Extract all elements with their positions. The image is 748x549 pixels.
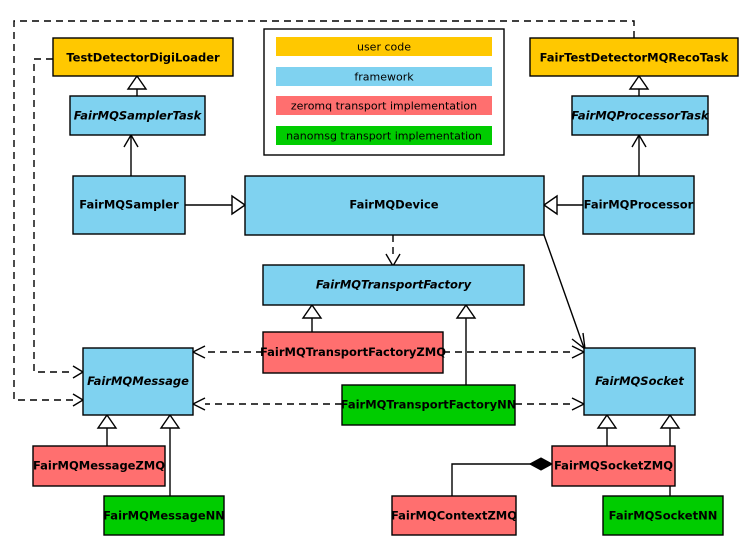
node-fairmqsocket[interactable]: FairMQSocket bbox=[583, 347, 696, 416]
edge-fairmqprocessor-to-fairmqprocessortask bbox=[631, 133, 647, 176]
node-label-fairmqcontextzmq: FairMQContextZMQ bbox=[391, 509, 517, 523]
node-box-fairmqprocessor[interactable] bbox=[582, 175, 695, 235]
edge-fairmqsocketzmq-to-fairmqsocket bbox=[596, 413, 618, 446]
edge-fairmqmessagezmq-to-fairmqmessage bbox=[96, 413, 118, 446]
node-box-fairtestdetectormqrecotask[interactable] bbox=[529, 37, 739, 77]
edge-fairmqtransportfactorynn-to-fairmqmessage bbox=[191, 397, 342, 411]
node-box-fairmqtransportfactory[interactable] bbox=[262, 264, 525, 306]
node-label-fairmqmessagezmq: FairMQMessageZMQ bbox=[33, 459, 165, 473]
node-box-testdetectordigiloader[interactable] bbox=[52, 37, 234, 77]
edge-fairmqdevice-to-fairmqtransportfactory bbox=[385, 235, 401, 268]
node-box-fairmqmessagezmq[interactable] bbox=[32, 445, 166, 487]
node-fairmqsocketnn[interactable]: FairMQSocketNN bbox=[602, 495, 724, 536]
legend-label-zeromq: zeromq transport implementation bbox=[291, 100, 477, 113]
node-fairmqsocketzmq[interactable]: FairMQSocketZMQ bbox=[551, 445, 676, 487]
edge-fairmqsamplertask-to-testdetectordigiloader bbox=[126, 74, 148, 96]
node-label-fairmqsocketzmq: FairMQSocketZMQ bbox=[554, 459, 673, 473]
node-fairmqmessage[interactable]: FairMQMessage bbox=[82, 347, 194, 416]
node-label-fairmqmessage: FairMQMessage bbox=[87, 374, 189, 388]
legend-label-nanomsg: nanomsg transport implementation bbox=[286, 130, 482, 143]
node-label-fairmqmessagenn: FairMQMessageNN bbox=[103, 509, 225, 523]
node-box-fairmqsocketzmq[interactable] bbox=[551, 445, 676, 487]
node-label-fairmqprocessortask: FairMQProcessorTask bbox=[571, 109, 710, 123]
node-label-fairmqprocessor: FairMQProcessor bbox=[584, 198, 694, 212]
node-label-fairmqtransportfactoryzmq: FairMQTransportFactoryZMQ bbox=[260, 345, 446, 359]
node-fairmqsamplertask[interactable]: FairMQSamplerTask bbox=[69, 95, 206, 136]
node-box-fairmqsocketnn[interactable] bbox=[602, 495, 724, 536]
node-fairmqdevice[interactable]: FairMQDevice bbox=[244, 175, 545, 236]
node-box-fairmqcontextzmq[interactable] bbox=[391, 495, 517, 536]
edge-fairmqtransportfactoryzmq-to-fairmqtransportfactory bbox=[301, 303, 323, 332]
legend-label-user-code: user code bbox=[357, 41, 411, 54]
node-box-fairmqsampler[interactable] bbox=[72, 175, 186, 235]
node-label-fairmqsampler: FairMQSampler bbox=[79, 198, 179, 212]
node-fairmqtransportfactorynn[interactable]: FairMQTransportFactoryNN bbox=[341, 384, 517, 426]
node-fairmqtransportfactory[interactable]: FairMQTransportFactory bbox=[262, 264, 525, 306]
legend-swatch-nanomsg bbox=[276, 126, 492, 145]
node-box-fairmqdevice[interactable] bbox=[244, 175, 545, 236]
edge-fairmqsocketzmq-to-fairmqcontextzmq bbox=[451, 457, 554, 496]
legend-swatch-zeromq bbox=[276, 96, 492, 115]
node-label-testdetectordigiloader: TestDetectorDigiLoader bbox=[66, 51, 220, 65]
node-box-fairmqtransportfactorynn[interactable] bbox=[341, 384, 516, 426]
edge-fairmqtransportfactoryzmq-to-fairmqsocket bbox=[443, 345, 586, 359]
node-fairmqtransportfactoryzmq[interactable]: FairMQTransportFactoryZMQ bbox=[260, 331, 446, 374]
node-label-fairtestdetectormqrecotask: FairTestDetectorMQRecoTask bbox=[540, 51, 729, 65]
node-box-fairmqsamplertask[interactable] bbox=[69, 95, 206, 136]
edge-fairmqprocessor-to-fairmqdevice bbox=[542, 194, 583, 216]
edge-fairmqmessagenn-to-fairmqmessage bbox=[159, 413, 181, 496]
node-label-fairmqtransportfactory: FairMQTransportFactory bbox=[316, 278, 472, 292]
node-box-fairmqmessagenn[interactable] bbox=[103, 495, 225, 536]
legend-label-framework: framework bbox=[354, 71, 414, 84]
node-fairmqcontextzmq[interactable]: FairMQContextZMQ bbox=[391, 495, 517, 536]
node-fairmqprocessor[interactable]: FairMQProcessor bbox=[582, 175, 695, 235]
node-box-fairmqmessage[interactable] bbox=[82, 347, 194, 416]
node-fairmqmessagenn[interactable]: FairMQMessageNN bbox=[103, 495, 225, 536]
node-label-fairmqdevice: FairMQDevice bbox=[349, 198, 438, 212]
node-box-fairmqprocessortask[interactable] bbox=[571, 95, 709, 136]
node-label-fairmqsamplertask: FairMQSamplerTask bbox=[74, 109, 203, 123]
node-fairmqmessagezmq[interactable]: FairMQMessageZMQ bbox=[32, 445, 166, 487]
edge-fairmqprocessortask-to-fairtestdetectormqrecotask bbox=[628, 74, 650, 96]
node-label-fairmqsocket: FairMQSocket bbox=[595, 374, 684, 388]
node-testdetectordigiloader[interactable]: TestDetectorDigiLoader bbox=[52, 37, 234, 77]
edge-fairmqtransportfactoryzmq-to-fairmqmessage bbox=[191, 345, 263, 359]
node-box-fairmqtransportfactoryzmq[interactable] bbox=[262, 331, 444, 374]
node-label-fairmqsocketnn: FairMQSocketNN bbox=[609, 509, 718, 523]
node-fairtestdetectormqrecotask[interactable]: FairTestDetectorMQRecoTask bbox=[529, 37, 739, 77]
edge-fairmqtransportfactorynn-to-fairmqsocket bbox=[515, 397, 586, 411]
edge-fairmqdevice-to-fairmqsocket bbox=[543, 234, 586, 351]
node-box-fairmqsocket[interactable] bbox=[583, 347, 696, 416]
edge-fairmqsampler-to-fairmqsamplertask bbox=[123, 133, 139, 176]
node-fairmqprocessortask[interactable]: FairMQProcessorTask bbox=[571, 95, 710, 136]
edge-fairmqsampler-to-fairmqdevice bbox=[185, 194, 247, 216]
node-fairmqsampler[interactable]: FairMQSampler bbox=[72, 175, 186, 235]
node-layer: TestDetectorDigiLoader FairTestDetectorM… bbox=[32, 37, 739, 536]
edge-fairmqtransportfactorynn-to-fairmqtransportfactory bbox=[455, 303, 477, 385]
legend-swatch-framework bbox=[276, 67, 492, 86]
color-legend: user code framework zeromq transport imp… bbox=[263, 28, 505, 156]
legend-swatch-user-code bbox=[276, 37, 492, 56]
node-label-fairmqtransportfactorynn: FairMQTransportFactoryNN bbox=[341, 398, 517, 412]
